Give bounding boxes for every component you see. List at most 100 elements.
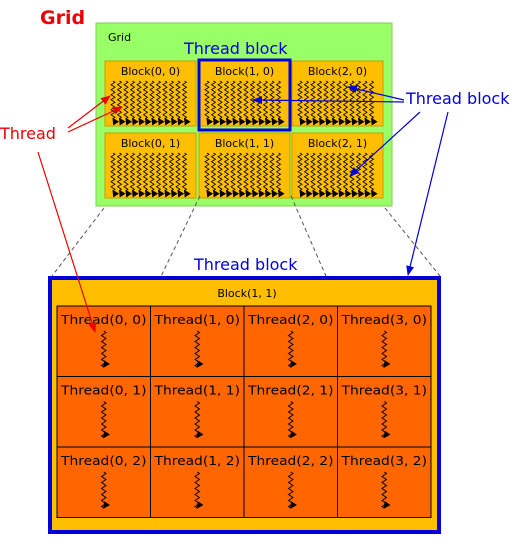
thread-squiggle [210,80,220,126]
thread-cell: Thread(2, 1) [243,376,338,448]
thread-cell: Thread(0, 2) [56,446,151,518]
thread-squiggle [329,80,339,126]
thread-squiggle [303,80,313,126]
thread-squiggle-arrow [100,330,111,368]
thread-cell-label: Thread(0, 2) [60,454,147,468]
thread-block-blue-arrows [252,85,449,276]
thread-squiggle [204,152,214,198]
thread-cell-label: Thread(2, 1) [247,384,334,398]
grid-block: Block(2, 0) [291,60,384,127]
thread-cell: Thread(0, 1) [56,376,151,448]
thread-squiggle [223,152,233,198]
thread-squiggle [323,80,333,126]
thread-squiggle [362,152,372,198]
thread-squiggle [181,152,191,198]
thread-cell-label: Thread(1, 1) [153,384,240,398]
thread-squiggle [329,152,339,198]
thread-squiggle [168,152,178,198]
thread-cell-label: Thread(0, 0) [60,313,147,327]
thread-squiggle [342,152,352,198]
block-threads [110,152,191,198]
thread-block-right-label: Thread block [405,89,510,108]
thread-squiggle [181,80,191,126]
block-label: Block(0, 0) [121,65,180,78]
thread-cell-label: Thread(2, 2) [247,454,334,468]
thread-squiggle [162,152,172,198]
thread-cell: Thread(2, 0) [243,305,338,377]
thread-squiggle [297,80,307,126]
thread-squiggle [217,80,227,126]
thread-cell-label: Thread(1, 0) [153,313,240,327]
zoom-block-title: Block(1, 1) [217,287,276,300]
thread-squiggle [355,80,365,126]
thread-squiggle [210,152,220,198]
thread-squiggle [223,80,233,126]
thread-squiggle [275,152,285,198]
thread-cell-label: Thread(0, 1) [60,384,147,398]
thread-squiggle [323,152,333,198]
thread-squiggle [155,80,165,126]
blocks-layer: Block(0, 0) Block(1, 0) Block(2, 0) Block(0… [104,60,384,199]
thread-squiggle-arrow [100,401,111,439]
thread-squiggle [336,80,346,126]
thread-squiggle [316,80,326,126]
block-label: Block(1, 0) [215,65,274,78]
thread-squiggle [142,152,152,198]
thread-squiggle [110,152,120,198]
block-threads [204,152,285,198]
thread-squiggle [142,80,152,126]
thread-squiggle-arrow [194,471,204,509]
grid-block: Block(2, 1) [291,132,384,199]
thread-squiggle [316,152,326,198]
thread-squiggle [368,152,378,198]
zoom-block-label: Thread block [193,255,298,274]
thread-cell-label: Thread(3, 0) [340,313,427,327]
grid-block: Block(1, 1) [198,132,291,199]
thread-cell: Thread(2, 2) [243,446,338,518]
thread-squiggle [204,80,214,126]
thread-cell-label: Thread(1, 2) [153,454,240,468]
thread-squiggle [162,80,172,126]
thread-cell: Thread(3, 1) [337,376,432,448]
thread-cell-label: Thread(3, 2) [340,454,427,468]
thread-squiggle-arrow [194,330,204,368]
thread-squiggle [368,80,378,126]
thread-cell-label: Thread(2, 0) [247,313,334,327]
thread-squiggle [310,152,320,198]
thread-squiggle [297,152,307,198]
thread-squiggle [336,152,346,198]
thread-squiggle [217,152,227,198]
thread-squiggle [123,152,133,198]
thread-squiggle [236,152,246,198]
thread-squiggle [123,80,133,126]
thread-squiggle [256,152,266,198]
block-label: Block(0, 1) [121,137,180,150]
thread-block-top-label: Thread block [183,39,288,58]
thread-squiggle [269,152,279,198]
grid-block: Block(0, 0) [104,60,197,127]
thread-squiggle [310,80,320,126]
thread-squiggle [168,80,178,126]
thread-squiggle [243,80,253,126]
block-label: Block(2, 1) [308,137,367,150]
thread-cell: Thread(3, 2) [337,446,432,518]
highlighted-block-outline [197,58,292,132]
thread-squiggle [155,152,165,198]
grid-block: Block(0, 1) [104,132,197,199]
thread-cell: Thread(0, 0) [56,305,151,377]
thread-squiggle-arrow [287,401,298,439]
thread-squiggle [362,80,372,126]
thread-squiggle-arrow [194,401,204,439]
thread-squiggle [129,152,139,198]
thread-squiggle-arrow [287,330,298,368]
thread-squiggle [249,80,259,126]
thread-squiggle [149,80,159,126]
thread-cell: Thread(1, 0) [150,305,245,377]
thread-red-arrows [37,95,123,333]
grid-inner-label: Grid [108,31,131,44]
thread-squiggle-arrow [287,471,298,509]
thread-label: Thread [0,124,56,143]
thread-squiggle [175,80,185,126]
thread-squiggle [136,152,146,198]
